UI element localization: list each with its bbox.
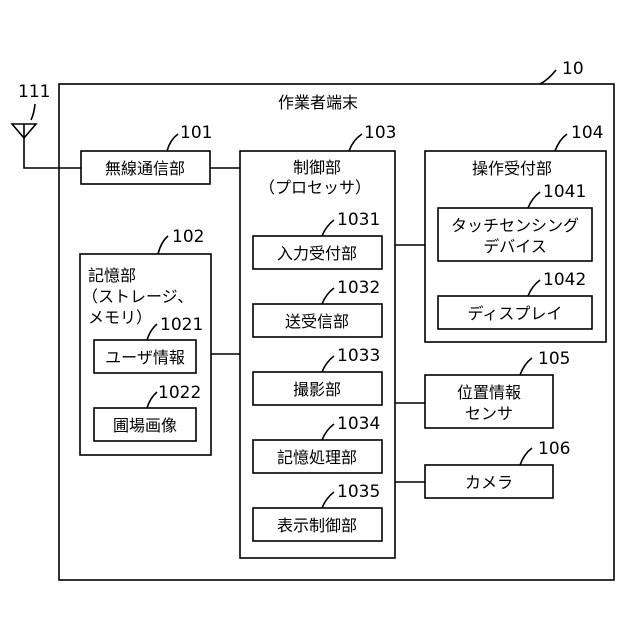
storage-label-line1: 記憶部: [88, 266, 136, 285]
imaging-ref: 1033: [337, 346, 380, 366]
terminal-title: 作業者端末: [278, 93, 358, 112]
touch-label-line2: デバイス: [483, 237, 547, 256]
control-label-line1: 制御部: [293, 158, 341, 177]
terminal-ref: 10: [562, 59, 584, 79]
antenna-ref: 111: [18, 82, 50, 102]
storage-ref: 102: [172, 227, 204, 247]
wireless-label: 無線通信部: [105, 159, 185, 178]
antenna-ref-leader: [31, 104, 35, 120]
transceiver-label: 送受信部: [285, 312, 349, 331]
touch-ref: 1041: [543, 182, 586, 202]
storage-proc-ref: 1034: [337, 414, 380, 434]
storage-proc-label: 記憶処理部: [277, 448, 357, 467]
display-ref: 1042: [543, 270, 586, 290]
input-ref: 1031: [337, 210, 380, 230]
wireless-ref: 101: [180, 123, 212, 143]
user-info-label: ユーザ情報: [105, 348, 185, 367]
position-label-line2: センサ: [465, 404, 513, 423]
display-ctrl-ref: 1035: [337, 482, 380, 502]
touch-label-line1: タッチセンシング: [451, 216, 579, 235]
user-info-ref: 1021: [160, 315, 203, 335]
control-label-line2: （プロセッサ）: [259, 178, 371, 197]
storage-label-line2: （ストレージ、: [82, 287, 193, 306]
field-image-label: 圃場画像: [113, 416, 177, 435]
terminal-ref-leader: [540, 70, 556, 84]
camera-ref: 106: [538, 439, 570, 459]
position-label-line1: 位置情報: [457, 383, 521, 402]
field-image-ref: 1022: [158, 383, 201, 403]
input-label: 入力受付部: [277, 244, 357, 263]
display-label: ディスプレイ: [468, 304, 563, 323]
control-ref: 103: [364, 123, 396, 143]
imaging-label: 撮影部: [293, 380, 341, 399]
operation-ref: 104: [571, 123, 603, 143]
operation-label: 操作受付部: [472, 159, 552, 178]
position-ref: 105: [538, 349, 570, 369]
transceiver-ref: 1032: [337, 278, 380, 298]
display-ctrl-label: 表示制御部: [277, 516, 357, 535]
camera-label: カメラ: [465, 473, 513, 492]
storage-label-line3: メモリ）: [88, 308, 152, 327]
